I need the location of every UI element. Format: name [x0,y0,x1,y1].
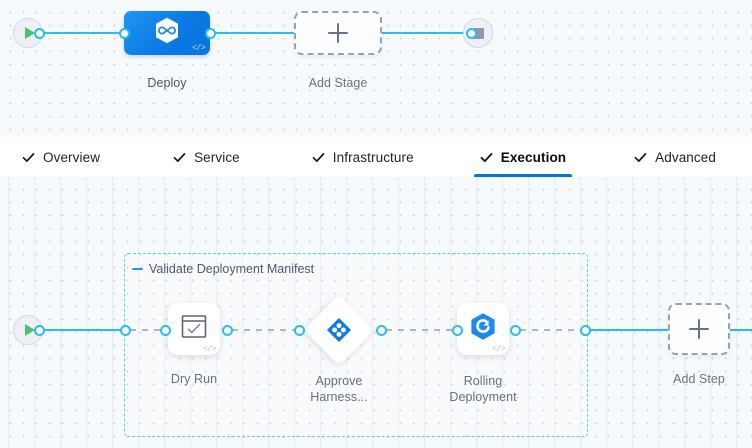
port-deploy-out[interactable] [205,28,216,39]
check-icon [480,152,493,162]
port-exec-start-out[interactable] [34,325,45,336]
code-glyph-icon: </> [492,345,505,354]
port-group-in[interactable] [120,325,131,336]
code-glyph-icon: </> [192,44,205,53]
tab-label: Advanced [655,149,716,165]
connector-group-to-addstep [589,329,668,331]
connector-start-to-deploy [34,32,158,34]
rolling-deployment-hexagon-icon [469,312,497,346]
tab-label: Infrastructure [332,149,414,165]
pipeline-canvas[interactable]: </> Deploy Add Stage [0,0,752,137]
add-stage-label: Add Stage [308,76,368,90]
check-icon [312,152,325,162]
play-icon [24,27,35,39]
port-approve-out[interactable] [376,325,387,336]
tab-label: Service [194,149,240,165]
tab-overview[interactable]: Overview [8,137,114,177]
port-rolling-out[interactable] [510,325,521,336]
plus-icon [328,23,348,43]
step-label-line1: Approve [315,374,363,388]
step-node-dry-run[interactable]: </> [168,303,220,355]
add-step-label: Add Step [673,372,725,386]
check-icon [634,152,647,162]
terminal-check-icon [181,315,207,343]
port-dryrun-in[interactable] [160,325,171,336]
plus-icon [689,319,709,339]
connector-approve-to-rolling [386,329,458,331]
play-icon [24,324,35,336]
port-end-in[interactable] [466,28,477,39]
port-deploy-in[interactable] [119,28,130,39]
step-label-line2: Deployment [449,390,517,404]
port-rolling-in[interactable] [452,325,463,336]
execution-canvas[interactable]: Validate Deployment Manifest </> [0,177,752,448]
harness-infinity-hexagon-icon [154,17,180,50]
connector-start-to-group [34,329,126,331]
tab-service[interactable]: Service [159,137,254,177]
step-group-header[interactable]: Validate Deployment Manifest [132,262,314,276]
port-group-out[interactable] [580,325,591,336]
stage-node-deploy[interactable]: </> [124,11,210,55]
tab-advanced[interactable]: Advanced [620,137,730,177]
connector-rolling-to-groupend [520,329,584,331]
step-label-line1: Rolling [463,374,503,388]
stop-square-icon [472,27,484,39]
add-step-button[interactable] [668,303,730,355]
harness-diamond-icon [326,317,352,343]
port-start-out[interactable] [34,28,45,39]
add-stage-button[interactable] [294,11,382,55]
stage-tabs: Overview Service Infrastructure Executio… [0,137,752,178]
connector-addstep-outgoing [730,329,752,331]
minus-icon[interactable] [132,268,143,270]
step-group-title: Validate Deployment Manifest [149,262,315,276]
code-glyph-icon: </> [203,345,216,354]
port-approve-in[interactable] [294,325,305,336]
tab-infrastructure[interactable]: Infrastructure [298,137,428,177]
step-node-rolling-deployment[interactable]: </> [457,303,509,355]
tab-label: Execution [500,149,567,165]
stage-label-deploy: Deploy [147,76,187,90]
step-label-dry-run: Dry Run [170,372,218,386]
connector-group-to-dryrun [130,329,166,331]
tab-execution[interactable]: Execution [466,137,580,177]
tab-label: Overview [43,149,101,165]
connector-dryrun-to-approve [232,329,300,331]
port-dryrun-out[interactable] [222,325,233,336]
check-icon [173,152,186,162]
check-icon [22,152,35,162]
step-label-line2: Harness... [310,390,368,404]
